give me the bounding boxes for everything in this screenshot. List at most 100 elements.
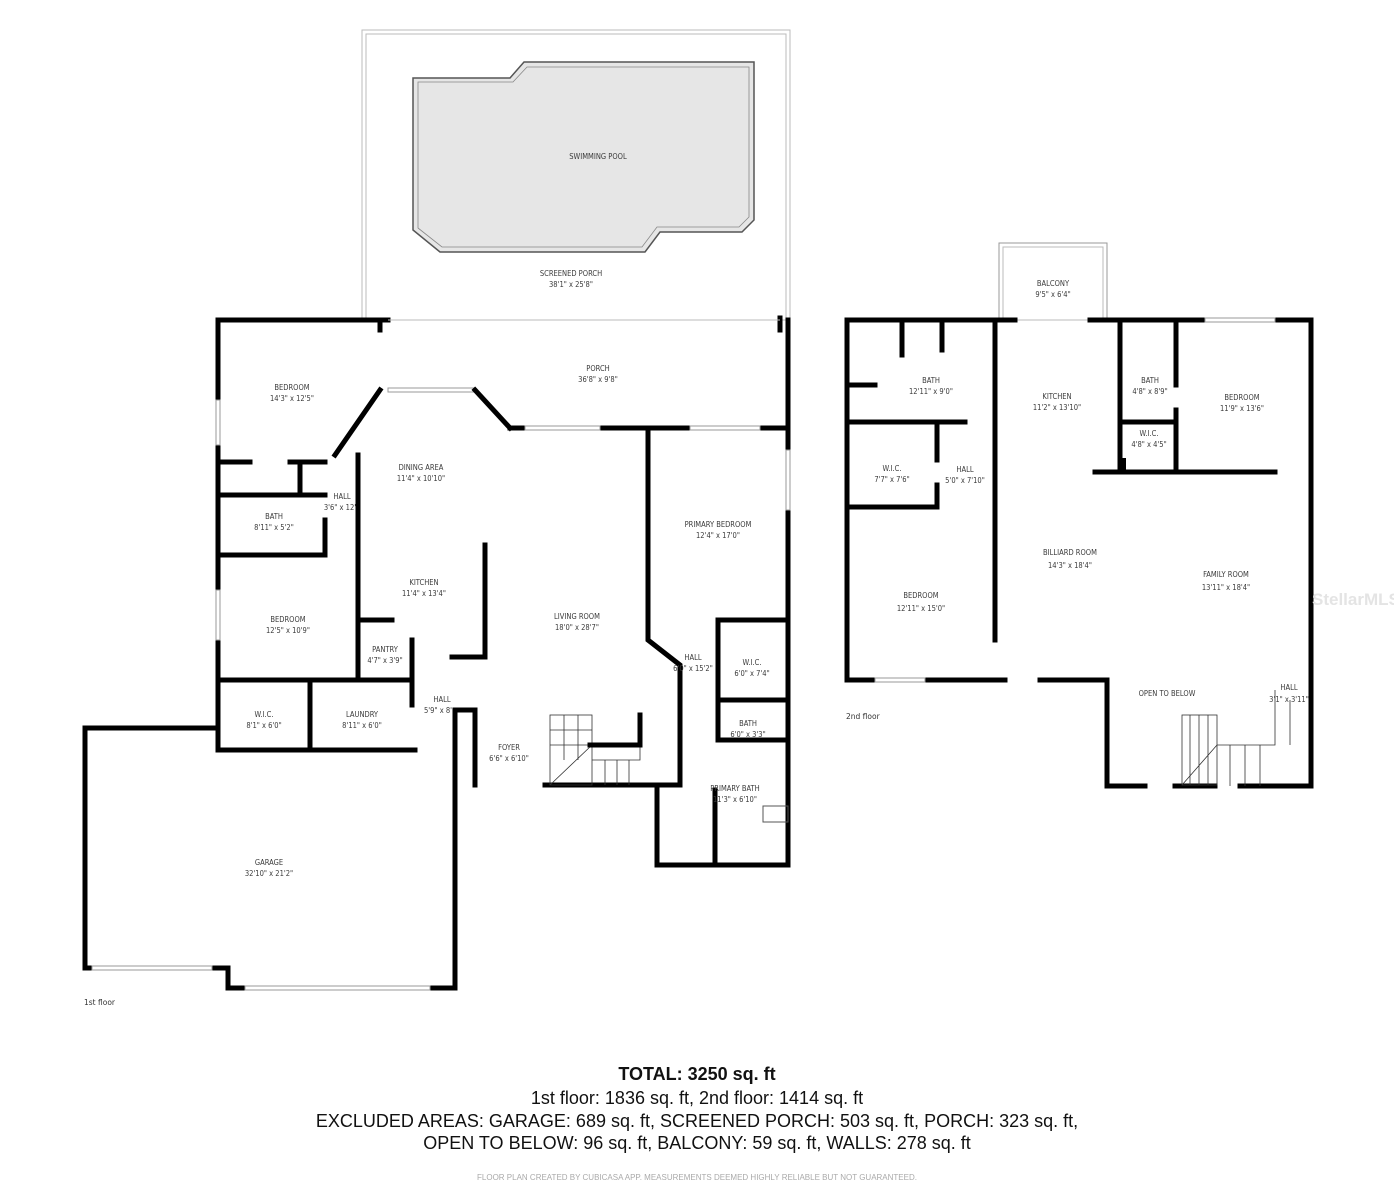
room-bath-3: BATH 12'11" x 9'0": [909, 376, 953, 396]
room-label: PRIMARY BATH: [710, 784, 760, 793]
room-label: 13'11" x 18'4": [1202, 583, 1250, 592]
room-kitchen: KITCHEN 11'4" x 13'4": [402, 578, 446, 598]
room-swimming-pool: SWIMMING POOL: [569, 152, 627, 161]
room-label: BEDROOM: [1224, 393, 1259, 402]
floor2-walls: [844, 242, 1314, 789]
watermark: StellarMLS: [1312, 590, 1394, 609]
room-label: KITCHEN: [409, 578, 438, 587]
room-label: W.I.C.: [743, 658, 762, 667]
room-label: BILLIARD ROOM: [1043, 548, 1097, 557]
room-garage: GARAGE 32'10" x 21'2": [245, 858, 293, 878]
floor2-label: 2nd floor: [846, 712, 881, 721]
room-label: 11'2" x 13'10": [1033, 403, 1081, 412]
room-laundry: LAUNDRY 8'11" x 6'0": [342, 710, 382, 730]
room-label: FOYER: [498, 743, 520, 752]
room-label: FAMILY ROOM: [1203, 570, 1249, 579]
room-label: 5'9" x 8': [424, 706, 452, 715]
room-label: 38'1" x 25'8": [549, 280, 593, 289]
room-living-room: LIVING ROOM 18'0" x 28'7": [554, 612, 600, 632]
room-label: 12'11" x 9'0": [909, 387, 953, 396]
room-label: BATH: [265, 512, 283, 521]
room-label: 12'11" x 15'0": [897, 604, 945, 613]
room-label: W.I.C.: [255, 710, 274, 719]
room-label: PANTRY: [372, 645, 399, 654]
room-label: BALCONY: [1037, 279, 1070, 288]
room-label: 9'5" x 6'4": [1035, 290, 1070, 299]
room-dining-area: DINING AREA 11'4" x 10'10": [397, 463, 445, 483]
room-label: BATH: [739, 719, 757, 728]
room-label: 11'3" x 6'10": [713, 795, 757, 804]
room-label: LAUNDRY: [346, 710, 379, 719]
room-billiard-room: BILLIARD ROOM 14'3" x 18'4": [1043, 548, 1097, 570]
room-label: 4'7" x 3'9": [367, 656, 402, 665]
floor1-stairs: [549, 714, 641, 786]
room-label: SCREENED PORCH: [540, 269, 602, 278]
room-label: 14'3" x 12'5": [270, 394, 314, 403]
floor1-label: 1st floor: [84, 998, 116, 1007]
floor2-labels: BALCONY 9'5" x 6'4" BATH 12'11" x 9'0" KIT…: [846, 279, 1309, 721]
room-label: LIVING ROOM: [554, 612, 600, 621]
room-porch: PORCH 36'8" x 9'8": [578, 364, 618, 384]
room-label: 3'1" x 3'11": [1269, 695, 1309, 704]
room-label: 8'11" x 6'0": [342, 721, 382, 730]
room-label: BEDROOM: [903, 591, 938, 600]
floor1-labels: SWIMMING POOL SCREENED PORCH 38'1" x 25'8…: [84, 152, 770, 1007]
room-label: 18'0" x 28'7": [555, 623, 599, 632]
room-label: HALL: [433, 695, 450, 704]
room-label: 5'0" x 7'10": [945, 476, 985, 485]
room-primary-bath: PRIMARY BATH 11'3" x 6'10": [710, 784, 760, 804]
room-label: HALL: [1280, 683, 1297, 692]
room-family-room: FAMILY ROOM 13'11" x 18'4": [1202, 570, 1250, 592]
floor-areas: 1st floor: 1836 sq. ft, 2nd floor: 1414 …: [530, 1088, 864, 1108]
room-label: 32'10" x 21'2": [245, 869, 293, 878]
room-primary-bedroom: PRIMARY BEDROOM 12'4" x 17'0": [685, 520, 752, 540]
room-label: PORCH: [586, 364, 609, 373]
room-label: DINING AREA: [399, 463, 444, 472]
room-label: 6'0" x 7'4": [734, 669, 769, 678]
room-wic-2: W.I.C.4'8" x 4'5": [1131, 429, 1166, 449]
room-wic-primary: W.I.C. 6'0" x 7'4": [734, 658, 769, 678]
room-label: OPEN TO BELOW: [1139, 689, 1196, 698]
room-wic-1: W.I.C.8'1" x 6'0": [246, 710, 281, 730]
room-label: 36'8" x 9'8": [578, 375, 618, 384]
credit-disclaimer: FLOOR PLAN CREATED BY CUBICASA APP. MEAS…: [477, 1173, 917, 1182]
room-label: BEDROOM: [270, 615, 305, 624]
room-label: 12'4" x 17'0": [696, 531, 740, 540]
room-label: W.I.C.: [1140, 429, 1159, 438]
swimming-pool: [412, 61, 755, 253]
room-label: 8'11" x 5'2": [254, 523, 294, 532]
room-wic-3: W.I.C. 7'7" x 7'6": [874, 464, 909, 484]
room-label: HALL: [333, 492, 350, 501]
room-label: GARAGE: [255, 858, 283, 867]
room-label: 11'4" x 13'4": [402, 589, 446, 598]
room-open-to-below: OPEN TO BELOW: [1139, 689, 1196, 698]
room-screened-porch: SCREENED PORCH 38'1" x 25'8": [540, 269, 602, 289]
room-pantry: PANTRY 4'7" x 3'9": [367, 645, 402, 665]
room-label: 3'6" x 12': [324, 503, 356, 512]
room-label: PRIMARY BEDROOM: [685, 520, 752, 529]
room-label: 4'8" x 8'9": [1132, 387, 1167, 396]
room-balcony: BALCONY 9'5" x 6'4": [1035, 279, 1070, 299]
room-hall-2: HALL 6'0" x 15'2": [673, 653, 713, 673]
floor1-walls: [82, 315, 791, 991]
room-label: 14'3" x 18'4": [1048, 561, 1092, 570]
room-label: HALL: [956, 465, 973, 474]
room-bath-1: BATH 8'11" x 5'2": [254, 512, 294, 532]
room-label: 6'0" x 3'3": [730, 730, 765, 739]
room-hall-5: HALL 3'1" x 3'11": [1269, 683, 1309, 704]
room-label: W.I.C.: [883, 464, 902, 473]
room-label: 6'0" x 15'2": [673, 664, 713, 673]
room-label: HALL: [684, 653, 701, 662]
floor2-stairs: [1181, 690, 1291, 786]
room-label: 7'7" x 7'6": [874, 475, 909, 484]
room-hall-1: HALL 3'6" x 12': [324, 492, 356, 512]
room-label: 11'4" x 10'10": [397, 474, 445, 483]
room-hall-4: HALL 5'0" x 7'10": [945, 465, 985, 485]
room-label: BATH: [922, 376, 940, 385]
